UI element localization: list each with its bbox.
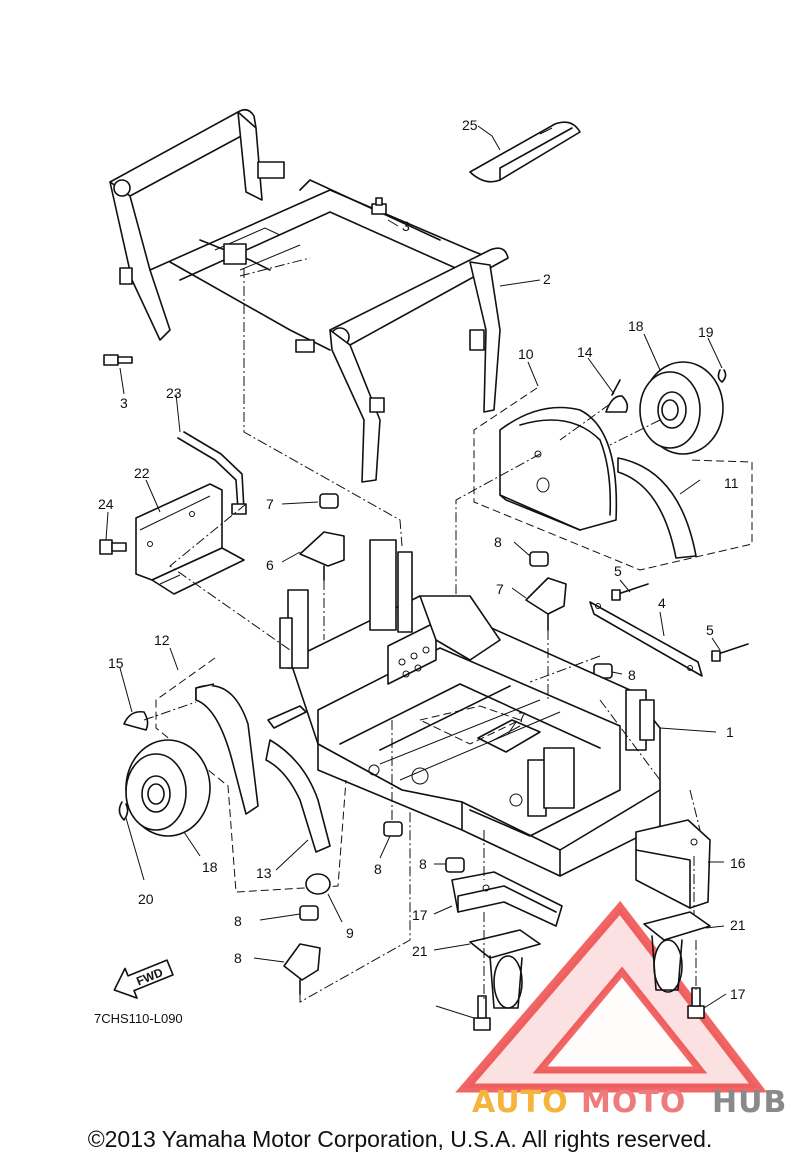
callout-25: 25 xyxy=(462,117,478,133)
part-14-plug-icon xyxy=(605,379,629,413)
callout-11: 11 xyxy=(724,475,739,491)
part-7-mount xyxy=(299,531,345,581)
leader-lines xyxy=(105,125,727,1019)
callout-17: 18 xyxy=(628,318,644,334)
part-10-fender xyxy=(499,406,618,531)
callout-14: 14 xyxy=(577,344,593,360)
callout-1: 1 xyxy=(726,724,734,740)
part-4-bar xyxy=(589,601,703,677)
watermark-part2: MOTO xyxy=(581,1085,686,1120)
watermark-logo-icon xyxy=(455,900,768,1093)
part-19-caster xyxy=(643,911,711,993)
part-17-wheel xyxy=(639,361,724,455)
part-17-wheel xyxy=(125,739,211,837)
callout-19: 21 xyxy=(730,917,746,933)
callout-16: 17 xyxy=(412,907,428,923)
callout-8: 8 xyxy=(628,667,636,683)
part-18-pin-icon xyxy=(717,369,727,383)
part-13-fender-liner xyxy=(265,739,331,853)
callout-13: 13 xyxy=(256,865,272,881)
part-7-mount xyxy=(283,943,321,995)
group-10-outline xyxy=(473,387,753,571)
callout-22: 22 xyxy=(134,465,150,481)
callout-17: 18 xyxy=(202,859,218,875)
part-18-pin-icon xyxy=(118,801,129,821)
callout-21: 17 xyxy=(730,986,746,1002)
callout-6: 7 xyxy=(518,709,526,725)
callout-8: 8 xyxy=(419,856,427,872)
callout-7: 7 xyxy=(496,581,504,597)
callout-2: 2 xyxy=(543,271,551,287)
part-8-nut-icon xyxy=(445,857,465,873)
drawing-code: 7CHS110-L090 xyxy=(94,1011,183,1026)
part-8-nut-icon xyxy=(383,821,403,837)
assembly-lines xyxy=(143,257,701,1003)
group-12-outline xyxy=(155,657,347,893)
part-16-bracket xyxy=(451,871,563,927)
copyright-notice: ©2013 Yamaha Motor Corporation, U.S.A. A… xyxy=(87,1126,713,1152)
part-7-mount xyxy=(525,577,567,631)
part-15-bracket xyxy=(635,819,711,909)
part-8-nut-icon xyxy=(529,551,549,567)
part-24-bolt-icon xyxy=(99,539,127,555)
part-23-cable xyxy=(177,431,247,515)
callout-4: 4 xyxy=(658,595,666,611)
callout-7: 6 xyxy=(266,557,274,573)
callout-8: 7 xyxy=(266,496,274,512)
callout-12: 12 xyxy=(154,632,170,648)
callout-3: 3 xyxy=(120,395,128,411)
callout-20: 21 xyxy=(412,943,428,959)
callout-3: 3 xyxy=(402,218,410,234)
callout-24: 24 xyxy=(98,496,114,512)
part-8-nut-icon xyxy=(299,905,319,921)
part-3-bolt-icon xyxy=(371,197,387,215)
part-21-bolt-icon xyxy=(473,995,491,1031)
callout-8: 8 xyxy=(234,913,242,929)
part-5-bolt-icon xyxy=(711,643,749,662)
fwd-arrow-icon: FWD xyxy=(113,959,174,999)
part-22-bracket xyxy=(135,483,245,595)
part-5-bolt-icon xyxy=(611,583,649,601)
part-9-cap-icon xyxy=(305,873,331,895)
callout-18: 20 xyxy=(138,891,154,907)
callout-8: 8 xyxy=(494,534,502,550)
part-2-upper-frame xyxy=(109,108,509,483)
callout-8: 8 xyxy=(374,861,382,877)
callout-23: 23 xyxy=(166,385,182,401)
callout-15: 16 xyxy=(730,855,746,871)
callout-9: 9 xyxy=(346,925,354,941)
callout-5: 5 xyxy=(614,563,622,579)
watermark-text: AUTO MOTO HUB xyxy=(472,1085,787,1120)
part-11-fender-liner xyxy=(617,457,697,559)
watermark-part3: HUB xyxy=(712,1085,787,1120)
callout-14: 15 xyxy=(108,655,124,671)
part-21-bolt-icon xyxy=(687,987,705,1019)
callout-7: 8 xyxy=(234,950,242,966)
callout-18: 19 xyxy=(698,324,714,340)
part-8-nut-icon xyxy=(319,493,339,509)
callout-5: 5 xyxy=(706,622,714,638)
part-20-caster xyxy=(469,929,541,1009)
part-25-pad xyxy=(469,121,581,183)
part-12-side-fender xyxy=(195,683,259,815)
part-14-plug-icon xyxy=(123,710,149,731)
callout-10: 10 xyxy=(518,346,534,362)
part-3-bolt-icon xyxy=(103,354,133,366)
watermark-part1: AUTO xyxy=(472,1085,569,1120)
part-1-main-chassis xyxy=(267,539,661,877)
